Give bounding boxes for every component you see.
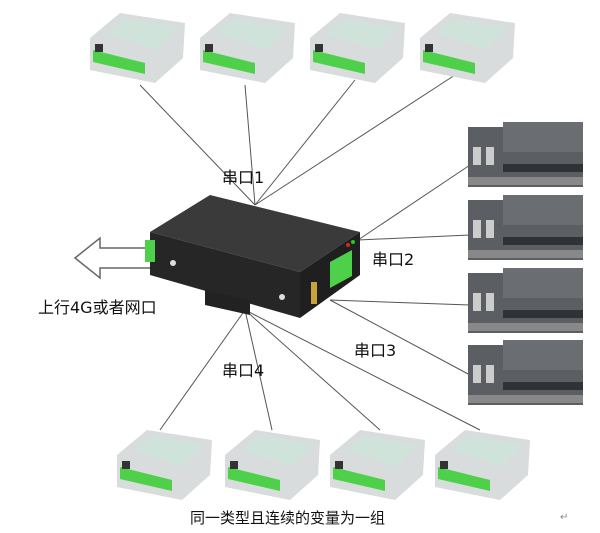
- top-io-module-3: [310, 13, 405, 83]
- right-plc-1: [468, 122, 583, 187]
- connection-line: [357, 164, 471, 241]
- top-io-module-1: [90, 13, 185, 83]
- port4-label: 串口4: [222, 361, 265, 380]
- connection-line: [139, 84, 256, 206]
- connection-lines: [139, 74, 481, 431]
- connection-line: [329, 299, 471, 376]
- connection-line: [244, 309, 481, 431]
- caption: 同一类型且连续的变量为一组: [190, 509, 386, 527]
- connection-line: [357, 234, 471, 241]
- port2-label: 串口2: [372, 250, 415, 269]
- right-plc-2: [468, 195, 583, 260]
- return-mark: ↵: [560, 512, 569, 523]
- bottom-io-module-4: [435, 430, 530, 500]
- connection-line: [159, 309, 246, 431]
- right-plc-4: [468, 340, 583, 405]
- top-io-module-2: [200, 13, 295, 83]
- connection-line: [254, 74, 456, 206]
- bottom-io-module-1: [117, 430, 212, 500]
- connection-line: [244, 84, 256, 206]
- uplink-label: 上行4G或者网口: [38, 298, 157, 317]
- uplink-arrow-icon: [73, 236, 156, 280]
- port3-label: 串口3: [354, 341, 397, 360]
- top-io-module-4: [420, 13, 515, 83]
- connection-line: [244, 309, 381, 431]
- right-plc-3: [468, 268, 583, 333]
- bottom-io-module-3: [330, 430, 425, 500]
- connection-line: [329, 299, 471, 306]
- connection-line: [244, 309, 273, 431]
- connection-line: [254, 79, 356, 206]
- bottom-io-module-2: [225, 430, 320, 500]
- devices: [90, 13, 583, 500]
- port1-label: 串口1: [222, 168, 265, 187]
- gateway-device: [145, 195, 360, 318]
